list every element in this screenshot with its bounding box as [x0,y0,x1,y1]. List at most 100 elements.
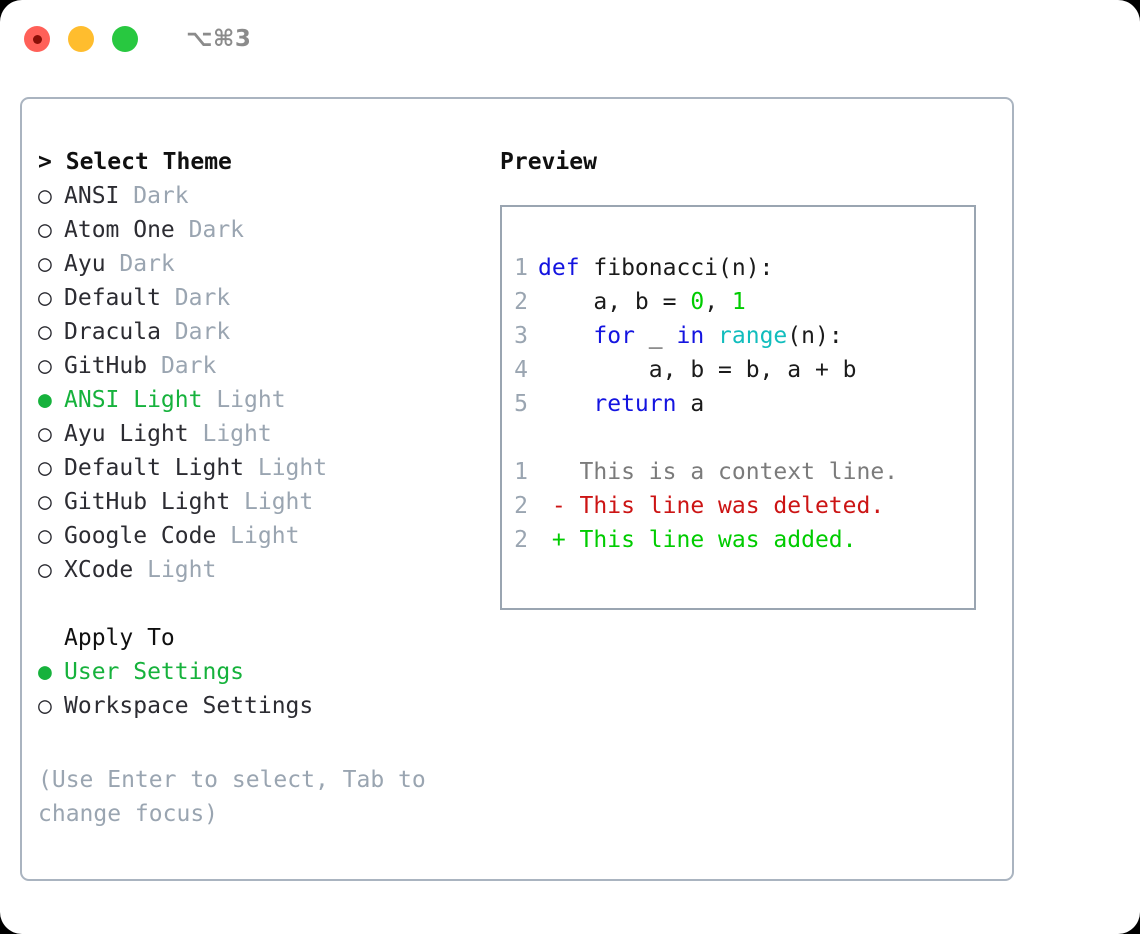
diff-line: 2 + This line was added. [502,523,974,557]
theme-option-label: Google Code [64,523,217,549]
token-kw: for [593,323,635,349]
radio-unselected-icon: ○ [38,183,52,209]
apply-to-option-label: Workspace Settings [64,693,314,719]
radio-unselected-icon: ○ [38,523,52,549]
theme-option-dracula[interactable]: ○Dracula Dark [38,315,478,349]
token-plain: a [676,391,705,417]
apply-to-option-user-settings[interactable]: ● User Settings [38,655,478,689]
theme-option-default[interactable]: ○ Default Dark [38,281,478,315]
token-num: 1 [731,289,746,315]
radio-selected-icon: ● [38,659,52,685]
token-plain: (n): [787,323,843,349]
code-line: 3 for _ in range(n): [502,319,974,353]
token-del: - This line was deleted. [538,493,885,519]
line-number: 2 [514,289,528,315]
code-line-content: a, b = 0, 1 [538,285,746,319]
maximize-button-icon[interactable] [112,26,138,52]
theme-option-label: GitHub [64,353,148,379]
apply-to-heading: Apply To [64,625,175,651]
theme-option-variant-badge: Dark [105,251,175,277]
theme-option-label: XCode [64,557,134,583]
line-number: 2 [514,493,528,519]
theme-option-ayu-light[interactable]: ○ Ayu Light Light [38,417,478,451]
main-panel: > Select Theme ○ANSI Dark○Atom One Dark○… [20,97,1014,881]
radio-unselected-icon: ○ [38,421,52,447]
token-kw: return [593,391,677,417]
radio-unselected-icon: ○ [38,693,52,719]
theme-option-xcode[interactable]: ○XCode Light [38,553,478,587]
line-number: 1 [514,255,528,281]
token-num: 0 [690,289,705,315]
apply-to-list: ● User Settings ○ Workspace Settings [38,655,478,723]
code-diff-separator [502,421,974,455]
token-plain: , [704,289,732,315]
theme-option-label: ANSI [64,183,120,209]
theme-option-label: Ayu Light [64,421,189,447]
token-ctx: This is a context line. [538,459,899,485]
theme-option-default-light[interactable]: ○ Default Light Light [38,451,478,485]
theme-option-variant-badge: Light [133,557,217,583]
theme-option-label: Default [64,285,161,311]
line-number: 2 [514,527,528,553]
apply-to-option-workspace-settings[interactable]: ○ Workspace Settings [38,689,478,723]
keyboard-hint-text: (Use Enter to select, Tab to change focu… [38,767,426,827]
diff-line: 1 This is a context line. [502,455,974,489]
radio-unselected-icon: ○ [38,217,52,243]
diff-line: 2 - This line was deleted. [502,489,974,523]
theme-option-variant-badge: Dark [160,285,231,311]
theme-option-label: Default Light [64,455,245,481]
token-fn: range [718,323,788,349]
radio-unselected-icon: ○ [38,285,52,311]
theme-option-variant-badge: Dark [119,183,189,209]
theme-option-label: Ayu [64,251,106,277]
line-number: 5 [514,391,528,417]
page-title: > Select Theme [38,145,478,179]
code-line: 5 return a [502,387,974,421]
theme-option-atom-one[interactable]: ○Atom One Dark [38,213,478,247]
theme-option-variant-badge: Light [230,489,314,515]
code-line: 2 a, b = 0, 1 [502,285,974,319]
theme-option-github-light[interactable]: ○ GitHub Light Light [38,485,478,519]
diff-sample: 1 This is a context line.2 - This line w… [502,455,974,557]
theme-option-label: GitHub Light [64,489,231,515]
diff-line-content: - This line was deleted. [538,489,884,523]
apply-to-option-label: User Settings [64,659,245,685]
theme-list: ○ANSI Dark○Atom One Dark○Ayu Dark○Defaul… [38,179,478,587]
code-line: 1 def fibonacci(n): [502,251,974,285]
radio-unselected-icon: ○ [38,489,52,515]
code-line-content: def fibonacci(n): [538,251,773,285]
theme-option-variant-badge: Dark [174,217,245,243]
close-button-icon[interactable] [24,26,50,52]
token-plain: a, b = [538,289,691,315]
theme-option-ansi[interactable]: ○ ANSI Dark [38,179,478,213]
token-plain: a, b = b, a + b [538,357,857,383]
line-number: 3 [514,323,528,349]
diff-line-content: This is a context line. [538,455,899,489]
theme-option-google-code[interactable]: ○ Google Code Light [38,519,478,553]
theme-option-github[interactable]: ○GitHub Dark [38,349,478,383]
theme-option-ayu[interactable]: ○Ayu Dark [38,247,478,281]
theme-option-variant-badge: Light [202,387,286,413]
minimize-button-icon[interactable] [68,26,94,52]
code-line-content: a, b = b, a + b [538,353,857,387]
code-line-content: return a [538,387,704,421]
theme-option-variant-badge: Light [188,421,272,447]
token-plain: _ [634,323,677,349]
code-line: 4 a, b = b, a + b [502,353,974,387]
radio-unselected-icon: ○ [38,455,52,481]
token-plain: fibonacci(n): [593,255,774,281]
token-plain [538,323,593,349]
select-theme-label: Select Theme [65,149,232,175]
radio-unselected-icon: ○ [38,319,52,345]
theme-option-ansi-light[interactable]: ●ANSI Light Light [38,383,478,417]
theme-option-variant-badge: Dark [160,319,231,345]
theme-option-variant-badge: Light [244,455,328,481]
token-add: + This line was added. [538,527,857,553]
theme-picker-column: > Select Theme ○ANSI Dark○Atom One Dark○… [38,145,478,723]
token-kw: in [676,323,705,349]
line-number: 1 [514,459,528,485]
theme-option-variant-badge: Light [216,523,300,549]
